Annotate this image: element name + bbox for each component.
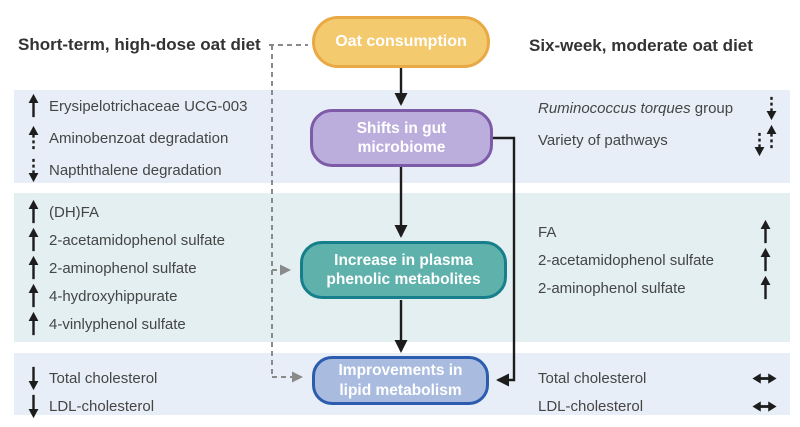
list-item-label: 4-hydroxyhippurate — [49, 287, 178, 305]
up-dashed-arrow-icon — [27, 125, 40, 151]
list-item-label: Napththalene degradation — [49, 161, 222, 179]
list-item: 2-acetamidophenol sulfate — [27, 226, 225, 254]
list-item: Total cholesterol — [27, 364, 157, 392]
flow-box-lipid-metabolism: Improvements in lipid metabolism — [312, 356, 489, 405]
list-item-label: 2-acetamidophenol sulfate — [538, 251, 714, 269]
list-item-label: Erysipelotrichaceae UCG-003 — [49, 97, 248, 115]
flow-box-gut-microbiome: Shifts in gut microbiome — [310, 109, 493, 167]
list-item: LDL-cholesterol — [27, 392, 157, 420]
up-arrow-icon — [759, 275, 772, 301]
up-arrow-icon — [27, 255, 40, 281]
list-item: 4-hydroxyhippurate — [27, 282, 225, 310]
list-item-label: Total cholesterol — [49, 369, 158, 387]
list-item: Variety of pathways — [538, 124, 778, 157]
list-item-label: LDL-cholesterol — [538, 397, 644, 415]
list-item: Total cholesterol — [538, 364, 778, 392]
list-item-label: 2-acetamidophenol sulfate — [49, 231, 225, 249]
down-dashed-arrow-icon — [765, 95, 778, 121]
down-arrow-icon — [27, 365, 40, 391]
up-arrow-icon — [759, 219, 772, 245]
list-item-label: FA — [538, 223, 557, 241]
list-item: FA — [538, 218, 772, 246]
list-item-label: LDL-cholesterol — [49, 397, 155, 415]
right-metabolites-list: FA 2-acetamidophenol sulfate 2-aminophenol… — [538, 218, 772, 302]
list-item: 2-aminophenol sulfate — [538, 274, 772, 302]
list-item-label: Total cholesterol — [538, 369, 647, 387]
list-item-label: (DH)FA — [49, 203, 99, 221]
down-up-dashed-arrow-icon — [753, 124, 778, 157]
left-column-heading: Short-term, high-dose oat diet — [18, 35, 261, 54]
list-item-label: 2-aminophenol sulfate — [49, 259, 197, 277]
flow-box-oat-consumption: Oat consumption — [312, 16, 490, 68]
list-item-label: 2-aminophenol sulfate — [538, 279, 686, 297]
list-item-label: Variety of pathways — [538, 131, 668, 149]
list-item: (DH)FA — [27, 198, 225, 226]
down-dashed-arrow-icon — [27, 157, 40, 183]
right-column-heading: Six-week, moderate oat diet — [529, 36, 753, 55]
left-metabolites-list: (DH)FA 2-acetamidophenol sulfate 2-aminoph… — [27, 198, 225, 338]
up-arrow-icon — [759, 247, 772, 273]
down-arrow-icon — [27, 393, 40, 419]
list-item-label: Ruminococcus torques group — [538, 99, 734, 117]
up-arrow-icon — [27, 227, 40, 253]
up-arrow-icon — [27, 283, 40, 309]
list-item: 2-acetamidophenol sulfate — [538, 246, 772, 274]
left-right-arrow-icon — [751, 399, 778, 413]
list-item-label: Aminobenzoat degradation — [49, 129, 229, 147]
up-arrow-icon — [27, 311, 40, 337]
list-item-label: 4-vinlyphenol sulfate — [49, 315, 186, 333]
flow-box-phenolic-metabolites: Increase in plasma phenolic metabolites — [300, 241, 507, 299]
list-item: LDL-cholesterol — [538, 392, 778, 420]
up-arrow-icon — [27, 93, 40, 119]
up-arrow-icon — [27, 199, 40, 225]
list-item: 4-vinlyphenol sulfate — [27, 310, 225, 338]
list-item: 2-aminophenol sulfate — [27, 254, 225, 282]
left-right-arrow-icon — [751, 371, 778, 385]
list-item: Napththalene degradation — [27, 154, 247, 186]
list-item: Ruminococcus torques group — [538, 92, 778, 124]
list-item: Aminobenzoat degradation — [27, 122, 247, 154]
list-item: Erysipelotrichaceae UCG-003 — [27, 90, 247, 122]
